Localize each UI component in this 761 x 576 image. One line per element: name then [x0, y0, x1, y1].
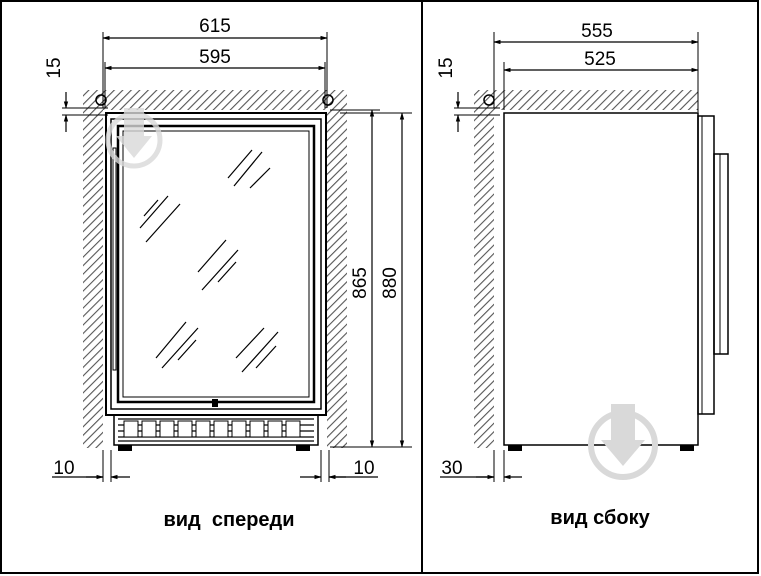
front-view-caption: вид спереди	[163, 509, 294, 531]
download-watermark-icon	[588, 404, 658, 480]
side-view: 555 525 15 30 вид сбоку	[436, 21, 729, 529]
front-left-gap-label: 10	[53, 458, 74, 479]
side-back-wall-hatch	[474, 110, 494, 448]
front-inner-height-label: 865	[350, 267, 371, 299]
front-right-gap-label: 10	[353, 458, 374, 479]
side-top-gap-label: 15	[436, 57, 457, 78]
side-ceiling-hatch	[474, 90, 698, 110]
side-inner-depth-label: 525	[584, 49, 616, 70]
front-outer-width-label: 615	[199, 16, 231, 37]
front-inner-width-label: 595	[199, 47, 231, 68]
front-view: 615 595 15 865 880 10 10 вид спереди	[44, 16, 412, 531]
wine-cooler-front	[105, 112, 327, 451]
download-watermark-icon	[105, 108, 163, 169]
front-outer-height-label: 880	[380, 267, 401, 299]
front-top-gap-label: 15	[44, 57, 65, 78]
side-bottom-gap-label: 30	[441, 458, 462, 479]
front-ceiling-hatch	[83, 90, 347, 110]
side-outer-depth-label: 555	[581, 21, 613, 42]
front-right-wall-hatch	[327, 110, 347, 448]
wine-cooler-side	[503, 112, 729, 451]
front-left-wall-hatch	[83, 110, 103, 448]
side-view-caption: вид сбоку	[550, 507, 650, 529]
